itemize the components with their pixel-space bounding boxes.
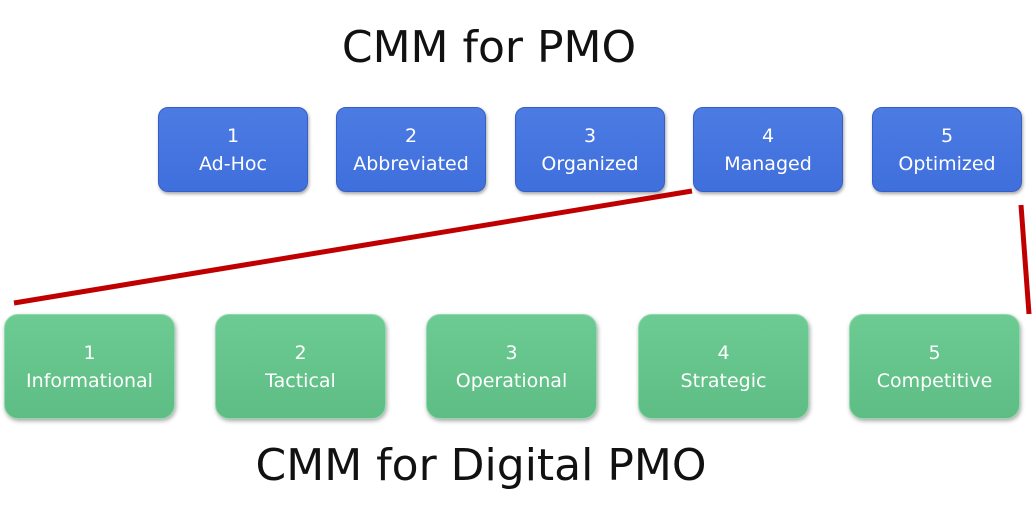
digital-level-number: 4 (717, 341, 730, 364)
digital-level-label: Informational (26, 369, 153, 392)
digital-level-4: 4 Strategic (638, 314, 809, 419)
pmo-level-label: Ad-Hoc (199, 152, 267, 175)
digital-level-2: 2 Tactical (215, 314, 386, 419)
pmo-level-3: 3 Organized (515, 107, 665, 192)
pmo-level-label: Organized (541, 152, 639, 175)
digital-level-1: 1 Informational (4, 314, 175, 419)
pmo-level-number: 1 (226, 124, 240, 147)
digital-level-5: 5 Competitive (849, 314, 1020, 419)
digital-level-label: Tactical (265, 369, 336, 392)
pmo-level-number: 4 (761, 124, 775, 147)
pmo-level-label: Abbreviated (353, 152, 469, 175)
pmo-level-1: 1 Ad-Hoc (158, 107, 308, 192)
digital-level-number: 1 (83, 341, 96, 364)
pmo-level-number: 2 (404, 124, 418, 147)
digital-level-label: Strategic (680, 369, 767, 392)
digital-level-label: Competitive (876, 369, 993, 392)
pmo-level-label: Optimized (898, 152, 996, 175)
pmo-level-2: 2 Abbreviated (336, 107, 486, 192)
connector-line-left (13, 188, 693, 306)
pmo-level-4: 4 Managed (693, 107, 843, 192)
pmo-level-5: 5 Optimized (872, 107, 1022, 192)
pmo-level-number: 3 (583, 124, 597, 147)
digital-level-number: 2 (294, 341, 307, 364)
digital-level-label: Operational (455, 369, 568, 392)
top-title: CMM for PMO (341, 22, 637, 73)
pmo-level-number: 5 (940, 124, 954, 147)
pmo-level-label: Managed (724, 152, 812, 175)
connector-line-right (1018, 204, 1032, 315)
digital-level-number: 5 (928, 341, 941, 364)
digital-level-3: 3 Operational (426, 314, 597, 419)
bottom-title: CMM for Digital PMO (255, 440, 707, 491)
digital-level-number: 3 (505, 341, 518, 364)
